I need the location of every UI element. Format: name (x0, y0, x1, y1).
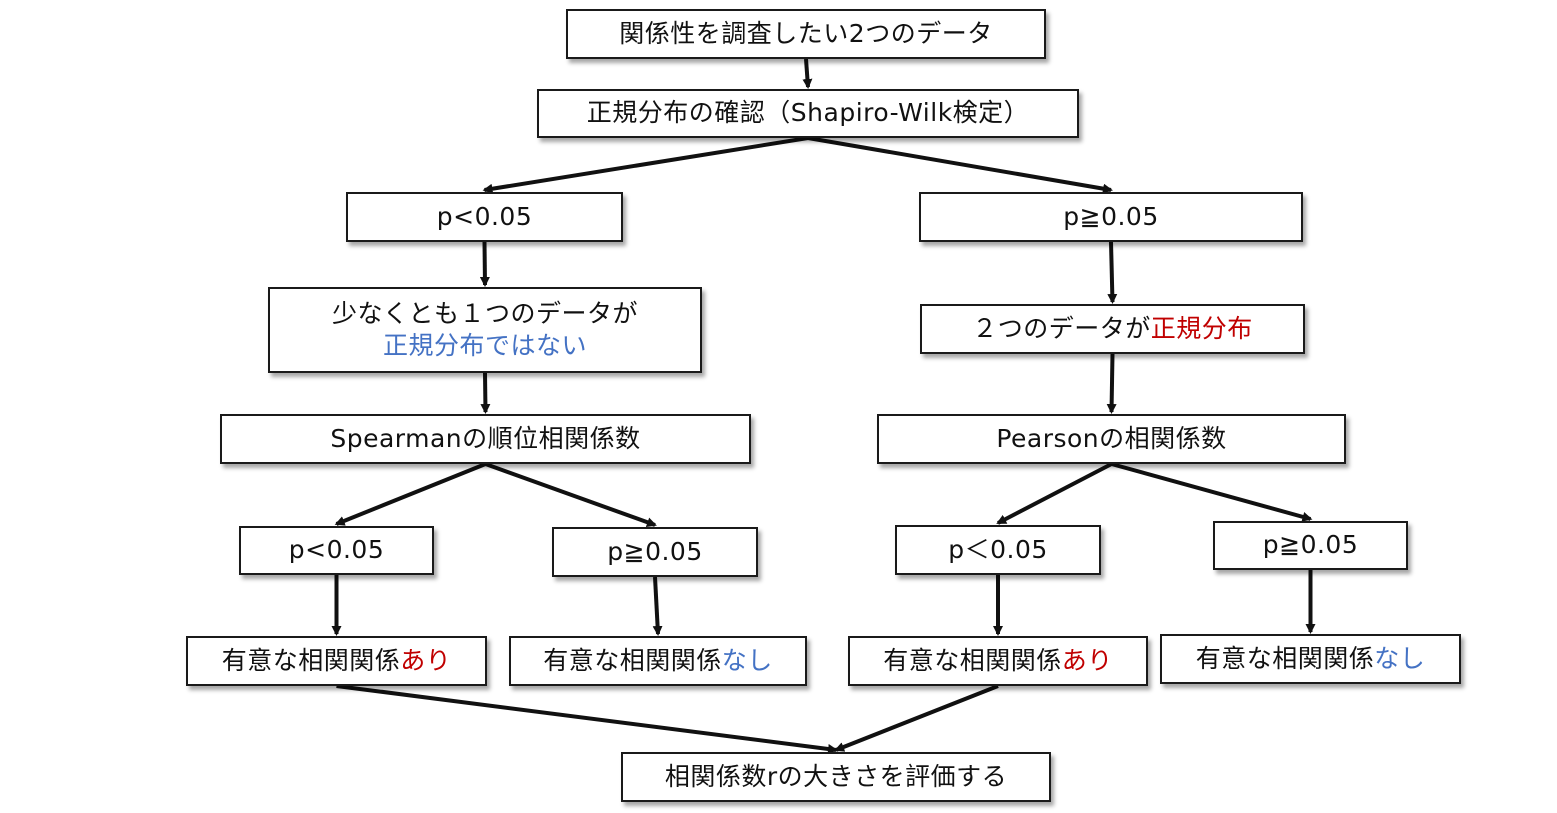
pearson-significant-prefix: 有意な相関関係 (883, 645, 1062, 675)
spearman-significant-prefix: 有意な相関関係 (221, 645, 401, 675)
pearson-significant-node: 有意な相関関係あり (848, 636, 1148, 686)
arrow-spearman_sig-to-evaluate_r (336, 684, 838, 754)
spearman-label: Spearmanの順位相関係数 (330, 423, 641, 453)
start-label: 関係性を調査したい2つのデータ (619, 18, 993, 48)
arrow-pearson-to-pearson_p_high (1110, 462, 1313, 522)
arrow-norm_p_low-to-not_normal (479, 241, 490, 287)
arrow-spearman_p_high-to-spearman_nonsig (652, 576, 663, 636)
pearson-p-low-node: p＜0.05 (895, 525, 1101, 575)
normal-prefix: ２つのデータが (972, 313, 1151, 343)
normal-emphasis: 正規分布 (1150, 313, 1253, 343)
pearson-node: Pearsonの相関係数 (877, 414, 1346, 464)
pearson-nonsignificant-emphasis: なし (1374, 643, 1426, 673)
spearman-significant-emphasis: あり (400, 645, 452, 675)
normal-node: ２つのデータが正規分布 (920, 304, 1305, 354)
spearman-nonsignificant-prefix: 有意な相関関係 (543, 645, 722, 675)
not-normal-line1: 少なくとも１つのデータが (331, 298, 638, 328)
normality-p-high-label: p≧0.05 (1063, 201, 1159, 231)
arrow-spearman-to-spearman_p_high (484, 462, 657, 527)
arrow-normality_test-to-norm_p_low (482, 136, 809, 194)
pearson-significant-emphasis: あり (1061, 645, 1113, 675)
pearson-p-low-label: p＜0.05 (948, 534, 1048, 564)
evaluate-r-node: 相関係数rの大きさを評価する (621, 752, 1051, 802)
not-normal-line2: 正規分布ではない (382, 331, 587, 360)
start-node: 関係性を調査したい2つのデータ (566, 9, 1046, 59)
normality-p-low-node: p<0.05 (346, 192, 623, 242)
spearman-nonsignificant-node: 有意な相関関係なし (509, 636, 807, 686)
arrow-normality_test-to-norm_p_high (807, 136, 1113, 194)
pearson-label: Pearsonの相関係数 (996, 423, 1227, 453)
spearman-p-low-label: p<0.05 (288, 535, 385, 565)
arrow-not_normal-to-spearman (480, 372, 491, 414)
spearman-p-high-label: p≧0.05 (607, 536, 703, 566)
arrow-start-to-normality_test (802, 58, 813, 89)
normality-test-label: 正規分布の確認（Shapiro-Wilk検定） (586, 98, 1030, 128)
spearman-significant-node: 有意な相関関係あり (186, 636, 487, 686)
pearson-nonsignificant-prefix: 有意な相関関係 (1195, 643, 1375, 673)
arrow-pearson_sig-to-evaluate_r (834, 684, 999, 752)
arrow-spearman-to-spearman_p_low (334, 462, 487, 526)
pearson-nonsignificant-node: 有意な相関関係なし (1160, 634, 1461, 684)
pearson-p-high-label: p≧0.05 (1262, 530, 1359, 560)
not-normal-node: 少なくとも１つのデータが 正規分布ではない (268, 287, 702, 373)
normality-p-high-node: p≧0.05 (919, 192, 1303, 242)
spearman-p-high-node: p≧0.05 (552, 527, 758, 577)
spearman-node: Spearmanの順位相関係数 (220, 414, 751, 464)
normality-p-low-label: p<0.05 (436, 201, 533, 231)
evaluate-r-label: 相関係数rの大きさを評価する (664, 761, 1008, 791)
arrow-pearson-to-pearson_p_low (996, 462, 1113, 525)
pearson-p-high-node: p≧0.05 (1213, 521, 1408, 570)
spearman-p-low-node: p<0.05 (239, 526, 434, 575)
normality-test-node: 正規分布の確認（Shapiro-Wilk検定） (537, 89, 1079, 138)
spearman-nonsignificant-emphasis: なし (721, 645, 773, 675)
arrow-norm_p_high-to-normal (1107, 241, 1118, 304)
arrow-normal-to-pearson (1106, 353, 1117, 414)
